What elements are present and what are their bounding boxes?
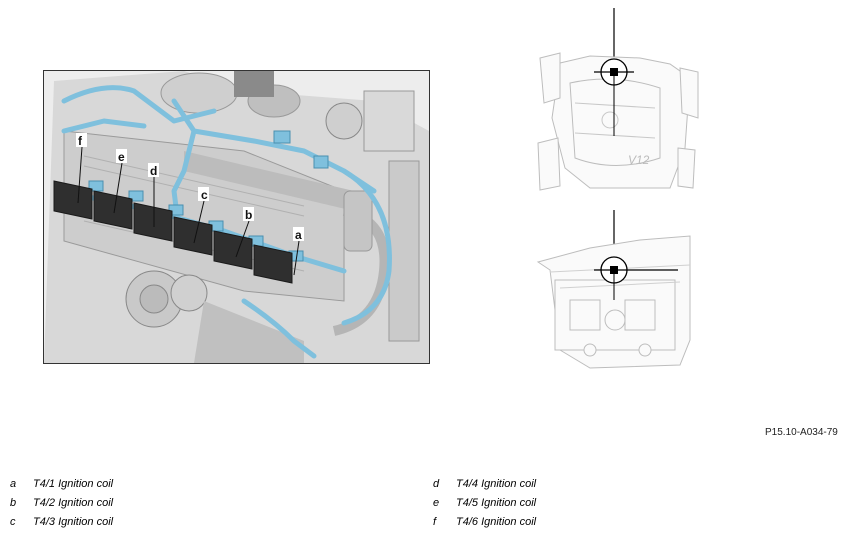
legend-text: T4/5 Ignition coil xyxy=(456,497,537,509)
legend-item: d T4/4 Ignition coil xyxy=(433,478,733,497)
legend-text: T4/1 Ignition coil xyxy=(33,478,114,490)
legend-text: T4/3 Ignition coil xyxy=(33,516,114,528)
legend-letter: a xyxy=(10,478,17,490)
figure-reference-code: P15.10-A034-79 xyxy=(765,427,838,438)
legend-item: f T4/6 Ignition coil xyxy=(433,516,733,535)
legend-item: a T4/1 Ignition coil xyxy=(10,478,310,497)
reference-view-top: V12 xyxy=(530,8,705,203)
callout-e: e xyxy=(118,150,125,164)
legend-item: b T4/2 Ignition coil xyxy=(10,497,310,516)
callout-f: f xyxy=(78,134,83,148)
engine-illustration: f e d c b a xyxy=(43,70,430,364)
reference-view-front xyxy=(530,210,705,385)
callout-a: a xyxy=(295,228,302,242)
legend-right: d T4/4 Ignition coil e T4/5 Ignition coi… xyxy=(433,478,733,535)
legend-letter: f xyxy=(433,516,437,528)
legend-letter: e xyxy=(433,497,440,509)
legend-letter: c xyxy=(10,516,16,528)
engine-drawing: f e d c b a xyxy=(44,71,429,363)
legend-letter: d xyxy=(433,478,440,490)
callout-d: d xyxy=(150,164,157,178)
callout-c: c xyxy=(201,188,208,202)
legend-item: e T4/5 Ignition coil xyxy=(433,497,733,516)
v12-badge: V12 xyxy=(628,153,650,167)
legend-text: T4/4 Ignition coil xyxy=(456,478,537,490)
legend-left: a T4/1 Ignition coil b T4/2 Ignition coi… xyxy=(10,478,310,535)
legend-letter: b xyxy=(10,497,17,509)
legend-item: c T4/3 Ignition coil xyxy=(10,516,310,535)
legend-text: T4/2 Ignition coil xyxy=(33,497,114,509)
callout-b: b xyxy=(245,208,252,222)
legend-text: T4/6 Ignition coil xyxy=(456,516,537,528)
